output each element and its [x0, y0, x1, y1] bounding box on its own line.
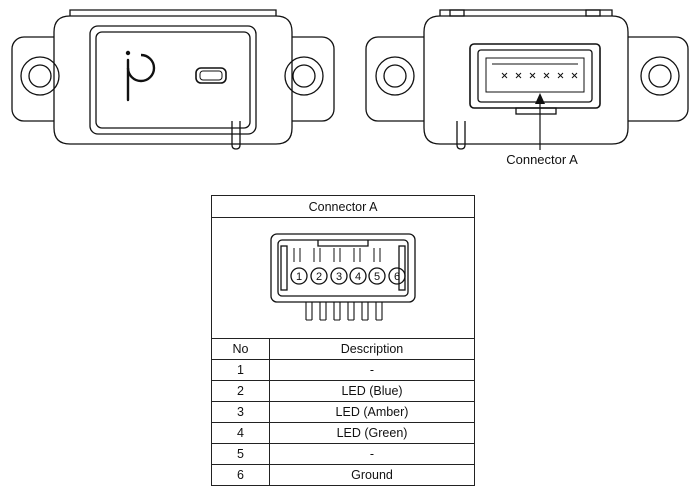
front-body: [53, 15, 293, 145]
pin-no: 3: [211, 401, 270, 423]
led-window: [195, 67, 227, 84]
rear-top-tab: [439, 9, 613, 16]
rear-pin: [456, 121, 466, 150]
front-left-hole-inner: [28, 64, 52, 88]
pin-no: 5: [211, 443, 270, 465]
table-row: 3 LED (Amber): [211, 401, 476, 423]
pin-no: 2: [211, 380, 270, 402]
pin-description: -: [268, 359, 476, 381]
front-left-hole-outer: [20, 56, 60, 96]
table-title: Connector A: [210, 195, 476, 218]
connector-a-callout-label: Connector A: [506, 152, 578, 167]
front-face: [89, 25, 257, 135]
rear-view: [365, 9, 689, 150]
pin-description: LED (Amber): [268, 401, 476, 423]
pin-description: LED (Green): [268, 422, 476, 444]
connector-picture-cell: [210, 217, 476, 339]
table-row: 1 -: [211, 359, 476, 381]
front-right-hole-outer: [284, 56, 324, 96]
table-row: 4 LED (Green): [211, 422, 476, 444]
callout-arrowhead: [535, 93, 545, 104]
header-no: No: [211, 338, 270, 360]
table-row: 5 -: [211, 443, 476, 465]
pin-description: Ground: [268, 464, 476, 486]
front-view: [11, 9, 335, 150]
front-face-inner: [95, 31, 251, 129]
front-top-tab: [69, 9, 277, 16]
front-pin: [231, 121, 241, 150]
pin-no: 1: [211, 359, 270, 381]
header-description: Description: [268, 338, 476, 360]
pin-no: 4: [211, 422, 270, 444]
connector-a-pinout-table: Connector A No Description 1 - 2 LED (Bl…: [210, 195, 476, 486]
rear-left-hole-inner: [383, 64, 407, 88]
rear-body: [423, 15, 629, 145]
pin-description: LED (Blue): [268, 380, 476, 402]
table-row: 6 Ground: [211, 464, 476, 486]
connector-a-pins: [501, 72, 578, 79]
rear-right-hole-inner: [648, 64, 672, 88]
qi-logo-icon: [125, 50, 156, 102]
rear-left-hole-outer: [375, 56, 415, 96]
table-row: 2 LED (Blue): [211, 380, 476, 402]
pin-description: -: [268, 443, 476, 465]
rear-right-hole-outer: [640, 56, 680, 96]
pin-no: 6: [211, 464, 270, 486]
front-right-hole-inner: [292, 64, 316, 88]
